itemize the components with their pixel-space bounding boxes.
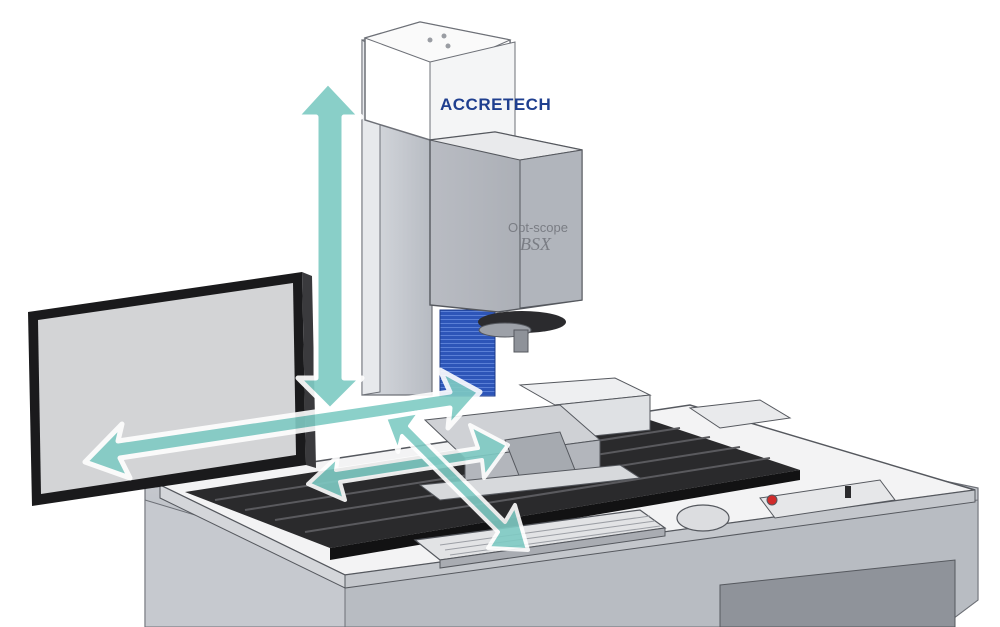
brand-label: ACCRETECH [440,95,551,114]
mouse [676,504,730,532]
top-housing: ACCRETECH [363,21,551,141]
model-sublabel: BSX [520,234,552,254]
x-axis-secondary-arrow [306,423,510,502]
model-label: Opt-scope [508,220,568,235]
side-console [518,377,652,441]
optical-head: Opt-scope BSX [429,131,583,353]
x-axis-arrow [82,367,483,481]
axis-arrows [82,79,530,552]
control-panel [759,479,896,519]
keyboard [413,509,667,569]
y-axis-arrow [383,410,530,552]
